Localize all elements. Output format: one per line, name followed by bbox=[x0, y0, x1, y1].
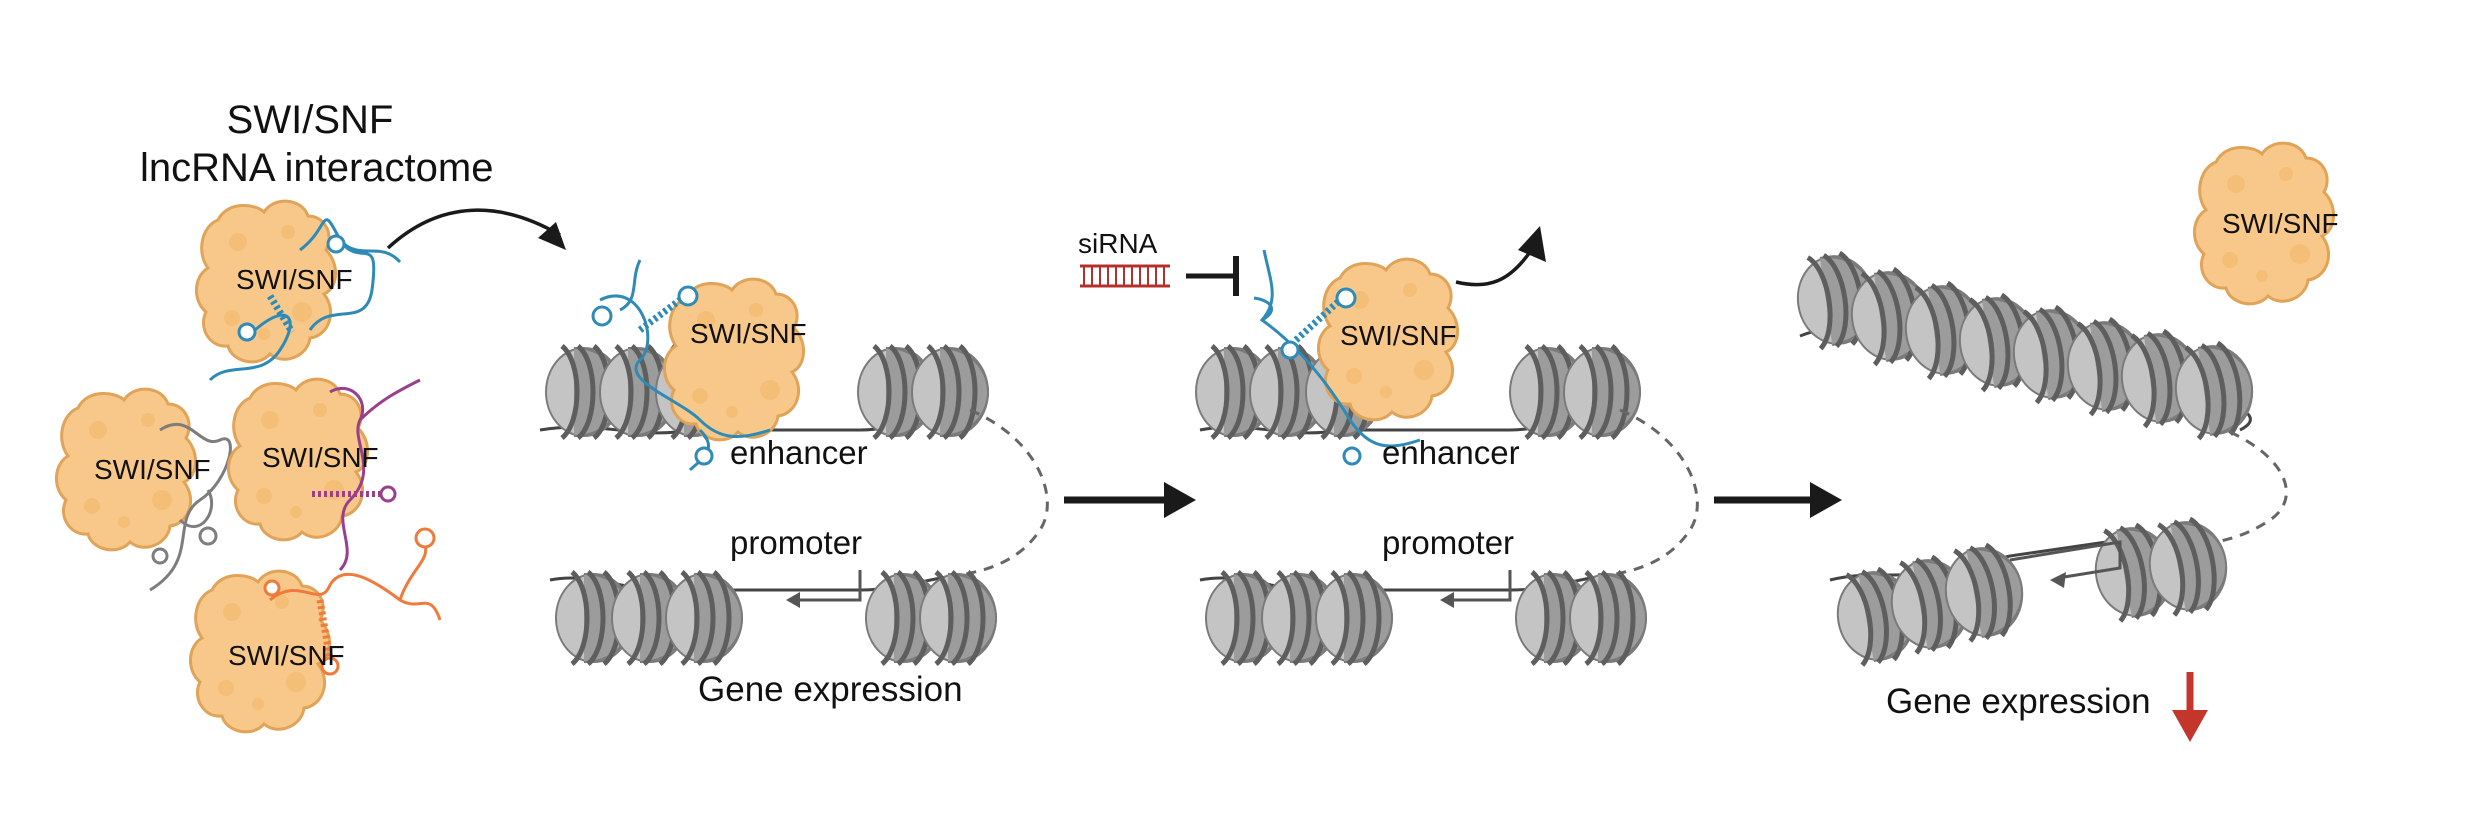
complex-label-purple: SWI/SNF bbox=[262, 442, 379, 473]
gene-expression-label-panel2: Gene expression bbox=[698, 670, 963, 709]
complex-gray-rna bbox=[54, 387, 232, 592]
complex-release-arrow bbox=[1455, 250, 1532, 287]
promoter-label-panel2: promoter bbox=[730, 524, 863, 561]
interactome-title: SWI/SNF lncRNA interactome bbox=[140, 96, 494, 192]
complex-label-gray: SWI/SNF bbox=[94, 454, 211, 485]
panel-active-loop bbox=[539, 259, 1049, 664]
title-line-2: lncRNA interactome bbox=[140, 146, 494, 190]
sirna-label: siRNA bbox=[1078, 228, 1158, 259]
panel-sirna bbox=[1080, 226, 1699, 664]
interactome-panel bbox=[54, 199, 566, 734]
promoter-label-panel3: promoter bbox=[1382, 524, 1515, 561]
gene-expression-label-panel4: Gene expression bbox=[1886, 682, 2151, 721]
lncrna-hairpin-icon bbox=[599, 294, 771, 439]
title-line-1: SWI/SNF bbox=[226, 98, 394, 142]
complex-label-panel2: SWI/SNF bbox=[690, 318, 807, 349]
curved-arrow-to-panel2 bbox=[386, 208, 561, 250]
complex-blue-rna bbox=[194, 199, 402, 382]
complex-purple-rna bbox=[226, 377, 421, 572]
complex-label-panel3: SWI/SNF bbox=[1340, 320, 1457, 351]
down-arrow-icon bbox=[2172, 672, 2208, 742]
sirna-duplex-icon bbox=[1080, 264, 1170, 288]
complex-orange-rna bbox=[188, 527, 442, 734]
complex-label-blue: SWI/SNF bbox=[236, 264, 353, 295]
complex-label-panel4: SWI/SNF bbox=[2222, 208, 2339, 239]
complex-label-orange: SWI/SNF bbox=[228, 640, 345, 671]
enhancer-label-panel2: enhancer bbox=[730, 434, 868, 471]
enhancer-label-panel3: enhancer bbox=[1382, 434, 1520, 471]
panel-compacted bbox=[1792, 141, 2336, 742]
inhibition-bar-icon bbox=[1186, 256, 1239, 296]
